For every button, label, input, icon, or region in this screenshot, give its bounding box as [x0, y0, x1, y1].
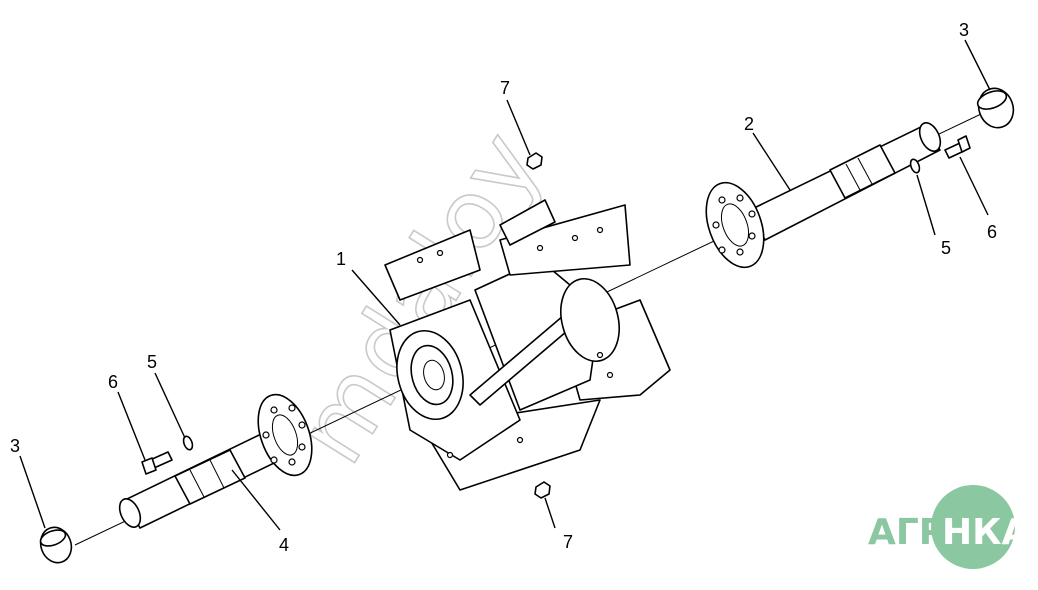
leader-lines	[19, 39, 991, 531]
callout-1: 1	[336, 249, 346, 269]
logo-left-text: АГРО	[868, 512, 976, 553]
callout-6-right: 6	[987, 222, 997, 242]
part-4-axle-shaft-left	[118, 393, 313, 529]
part-5-washer-right	[909, 158, 921, 174]
part-7-nut-top	[526, 152, 543, 170]
callout-6-left: 6	[108, 372, 118, 392]
callout-3-left: 3	[10, 436, 20, 456]
part-6-bolt-right	[944, 135, 971, 159]
part-1-center-housing	[384, 199, 671, 491]
agronka-logo: АГРО НКА	[868, 485, 1030, 569]
part-3-bushing-right	[976, 87, 1015, 129]
logo-circle	[931, 485, 1015, 569]
part-6-bolt-left	[141, 451, 173, 475]
part-7-nut-bottom	[534, 481, 551, 499]
callout-5-left: 5	[147, 352, 157, 372]
callout-5-right: 5	[941, 238, 951, 258]
part-3-bushing-left	[39, 526, 73, 564]
part-2-axle-shaft-right	[705, 122, 942, 269]
callout-4: 4	[279, 535, 289, 555]
callout-7-top: 7	[500, 78, 510, 98]
part-5-washer-left	[182, 435, 194, 451]
callout-7-bottom: 7	[563, 532, 573, 552]
callout-2: 2	[744, 114, 754, 134]
callout-3-right: 3	[959, 20, 969, 40]
callout-labels: 1 2 3 3 4 5 5 6 6 7 7	[10, 20, 997, 555]
logo-right-text: НКА	[942, 512, 1030, 553]
